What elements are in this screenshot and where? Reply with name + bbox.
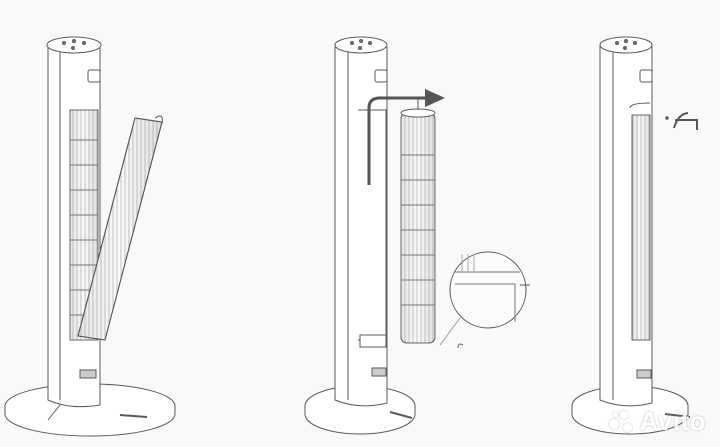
watermark-text: Avito <box>639 406 706 436</box>
fan-step-1 <box>4 36 176 437</box>
detail-magnifier <box>449 251 527 329</box>
rotate-arrow-icon <box>673 112 689 129</box>
avito-watermark: Avito <box>609 406 706 437</box>
avito-logo-icon <box>609 410 635 433</box>
fan1-top <box>46 36 102 54</box>
arrow-head-icon <box>425 89 445 107</box>
fan-step-2 <box>304 36 530 435</box>
lift-arrow <box>367 96 428 185</box>
fan-step-3 <box>571 36 698 435</box>
